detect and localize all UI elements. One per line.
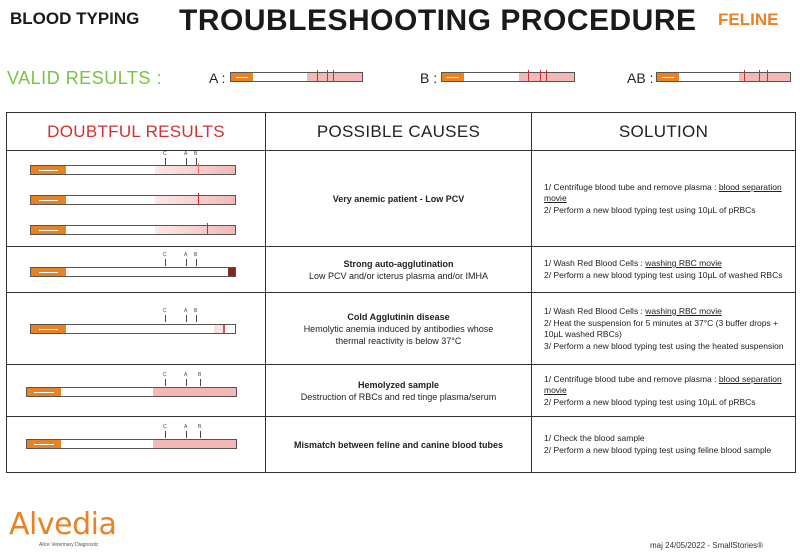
cause-anemic: Very anemic patient - Low PCV bbox=[265, 150, 532, 247]
doubtful-strip-autoagglutination: C A B bbox=[6, 246, 266, 293]
page-title: TROUBLESHOOTING PROCEDURE bbox=[179, 4, 697, 37]
valid-label-a: A : bbox=[209, 70, 226, 86]
valid-strip-ab bbox=[656, 70, 791, 82]
valid-strip-a bbox=[230, 70, 363, 82]
col-solution: SOLUTION bbox=[531, 112, 796, 151]
col-possible-causes: POSSIBLE CAUSES bbox=[265, 112, 532, 151]
washing-rbc-link[interactable]: washing RBC movie bbox=[645, 305, 722, 316]
valid-label-b: B : bbox=[420, 70, 438, 86]
doubtful-strip-hemolyzed: C A B bbox=[6, 364, 266, 417]
solution-hemolyzed: 1/ Centrifuge blood tube and remove plas… bbox=[531, 364, 796, 417]
table-row: C A B Very anemic patient - Low PCV 1/ C… bbox=[6, 150, 796, 247]
valid-strip-b bbox=[441, 70, 575, 82]
blood-separation-link[interactable]: blood separation movie bbox=[544, 373, 782, 395]
valid-label-ab: AB : bbox=[627, 70, 654, 86]
species-label: FELINE bbox=[718, 10, 779, 29]
header-left-title: BLOOD TYPING bbox=[10, 9, 140, 28]
solution-anemic: 1/ Centrifuge blood tube and remove plas… bbox=[531, 150, 796, 247]
doubtful-strip-mismatch: C A B bbox=[6, 416, 266, 473]
col-doubtful-results: DOUBTFUL RESULTS bbox=[6, 112, 266, 151]
solution-autoagglutination: 1/ Wash Red Blood Cells : washing RBC mo… bbox=[531, 246, 796, 293]
solution-mismatch: 1/ Check the blood sample 2/ Perform a n… bbox=[531, 416, 796, 473]
troubleshooting-table: DOUBTFUL RESULTS POSSIBLE CAUSES SOLUTIO… bbox=[6, 112, 796, 473]
valid-results-label: VALID RESULTS : bbox=[7, 68, 162, 88]
blood-separation-link[interactable]: blood separation movie bbox=[544, 181, 782, 203]
cause-mismatch: Mismatch between feline and canine blood… bbox=[265, 416, 532, 473]
table-row: C A B Mismatch between feline and canine… bbox=[6, 416, 796, 473]
alvedia-logo: Alvedia bbox=[9, 507, 117, 542]
solution-cold-agglutinin: 1/ Wash Red Blood Cells : washing RBC mo… bbox=[531, 292, 796, 365]
footer-version: maj 24/05/2022 - SmallStories® bbox=[650, 541, 764, 550]
doubtful-strips-anemic: C A B bbox=[6, 150, 266, 247]
washing-rbc-link[interactable]: washing RBC movie bbox=[645, 258, 722, 268]
logo-tagline: Alice Veterinary Diagnostic bbox=[39, 542, 99, 548]
doubtful-strip-cold-agglutinin: C A B bbox=[6, 292, 266, 365]
